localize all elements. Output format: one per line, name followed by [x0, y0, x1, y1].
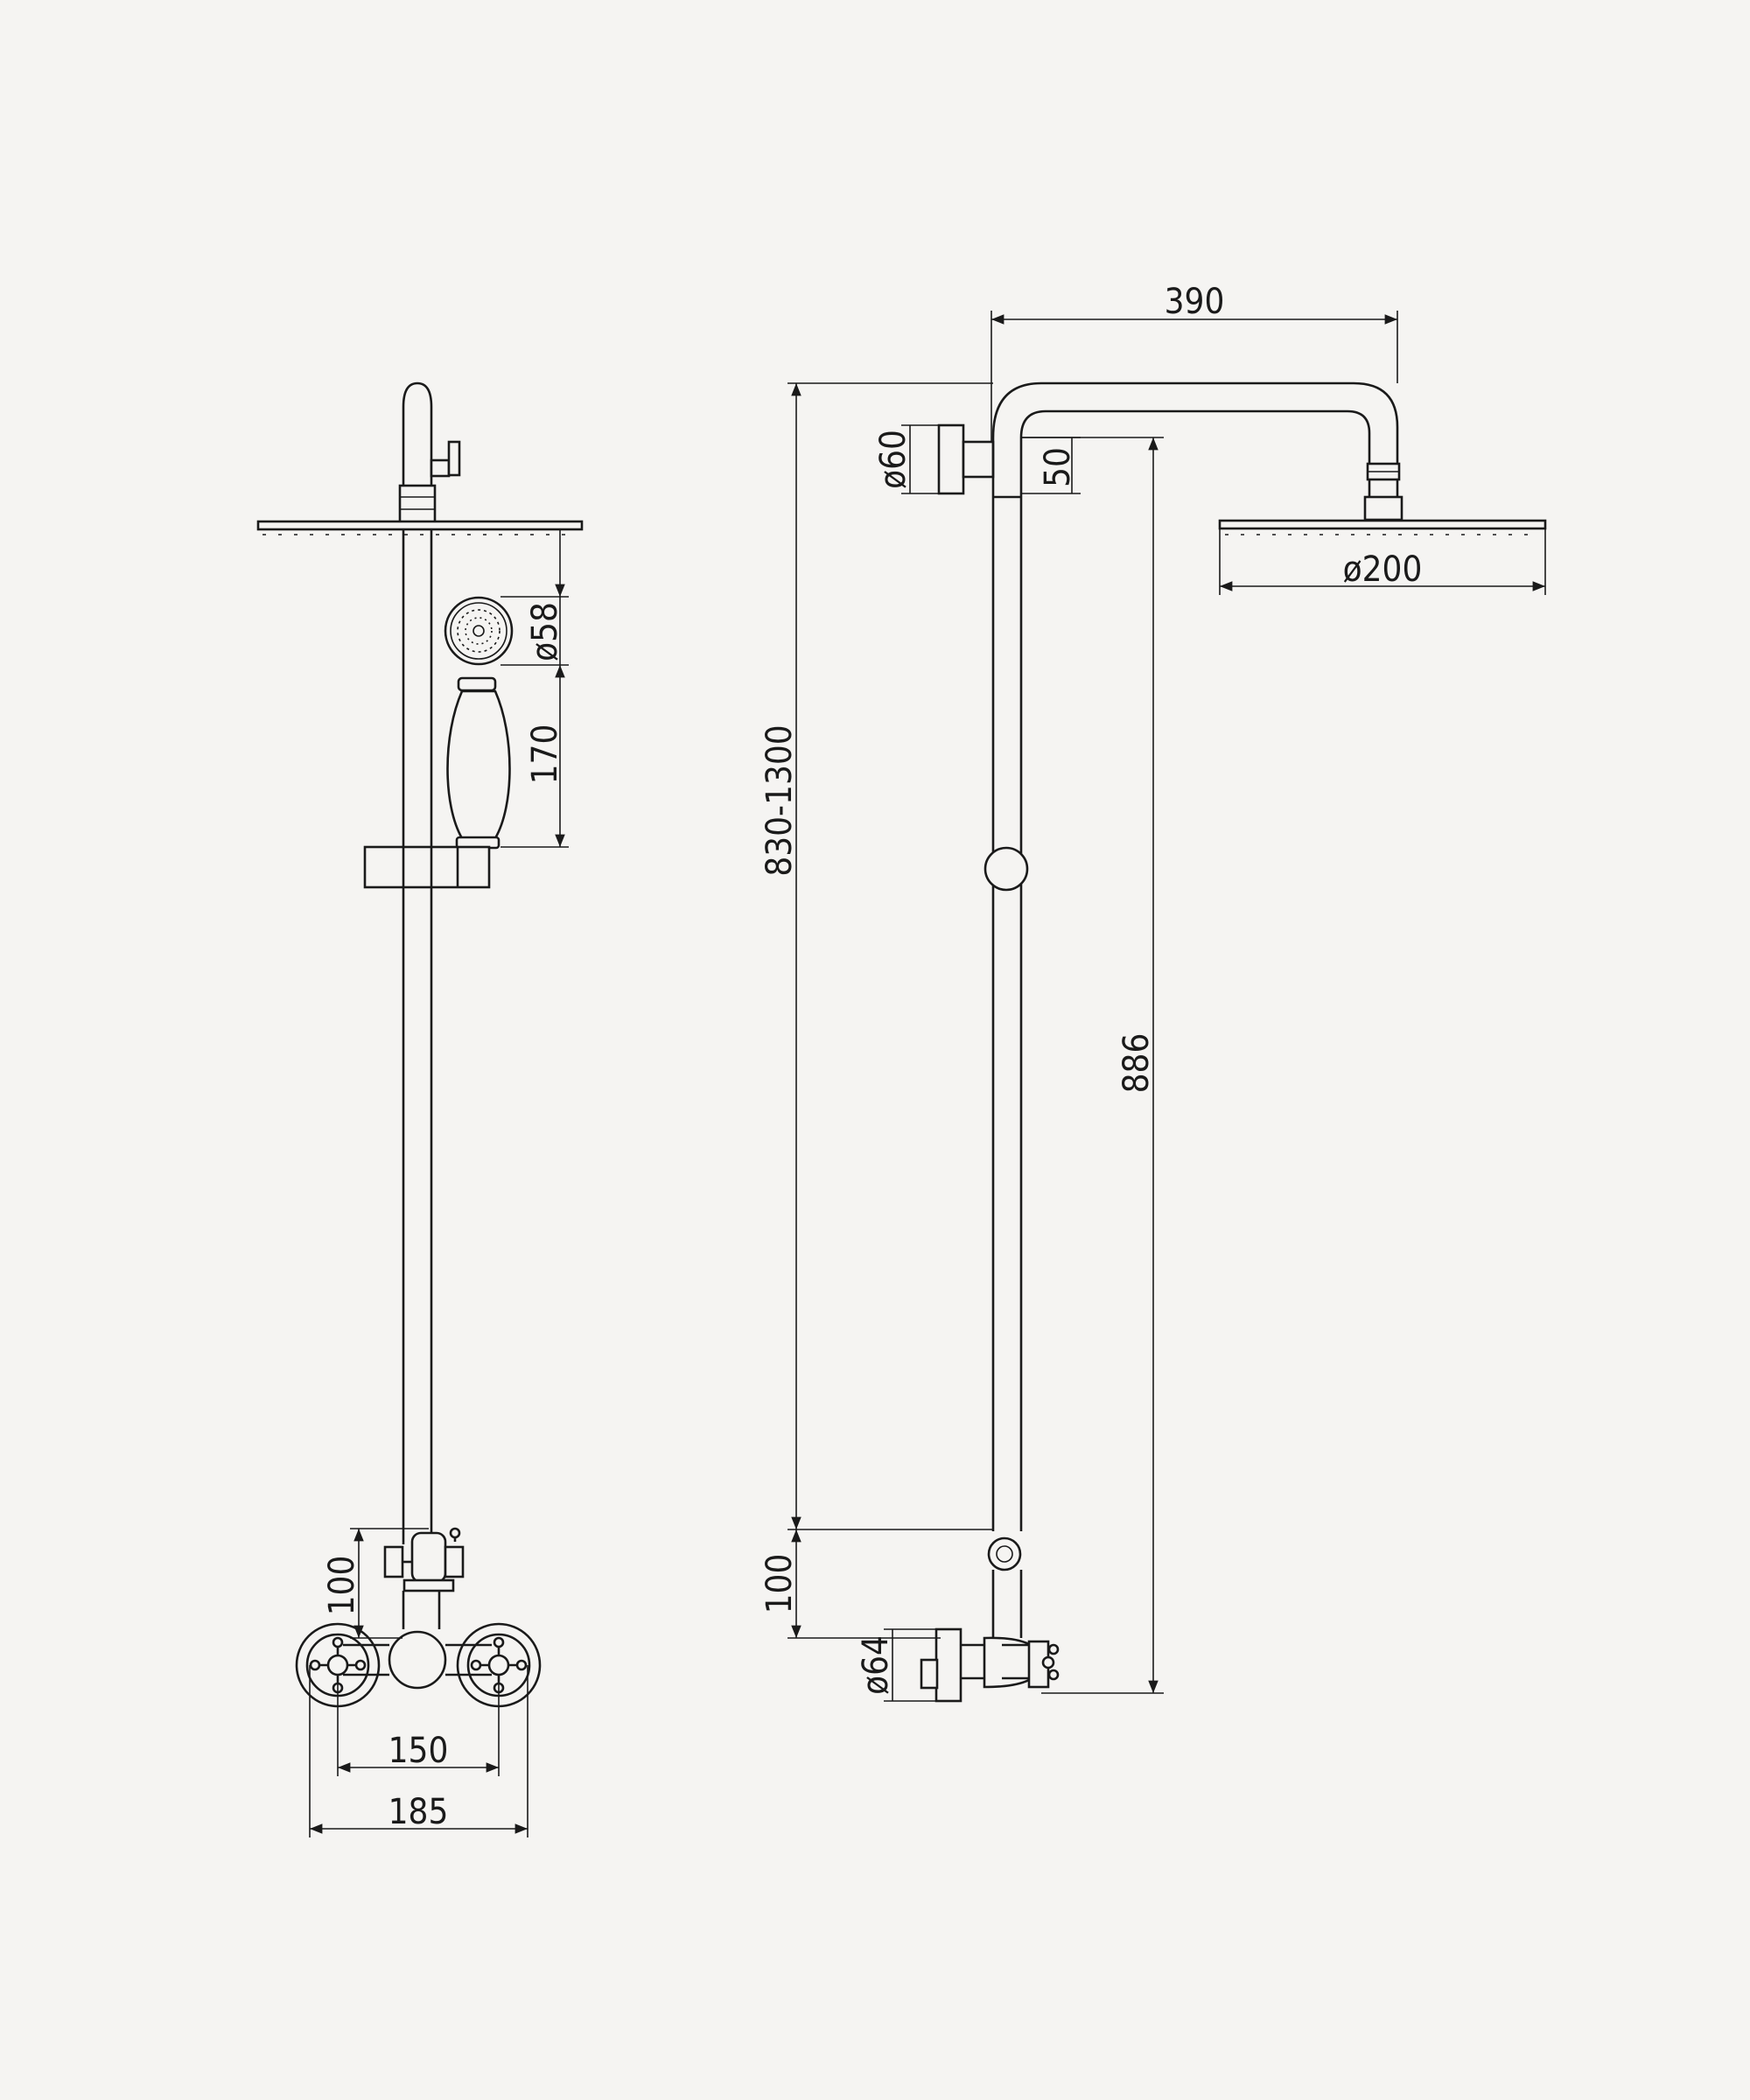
dim-top-flange-label: ø60 [873, 430, 914, 489]
dim-hand-shower-length: 170 [525, 724, 565, 785]
front-diverter [383, 1527, 465, 1592]
dim-inlet-flange-label: ø64 [856, 1635, 896, 1695]
dim-diverter-offset-side: 100 [760, 1530, 941, 1639]
dim-total-height: 830-1300 [760, 382, 993, 1530]
dim-valve-width-label: 185 [388, 1792, 449, 1832]
front-shower-head [256, 520, 584, 536]
dim-diverter-offset-front-label: 100 [322, 1556, 362, 1616]
side-diverter [987, 1536, 1023, 1638]
dim-arm-length: 390 [990, 282, 1398, 442]
dim-arm-drop: 50 [1021, 437, 1081, 494]
front-mixer-valve [295, 1591, 542, 1708]
dim-top-flange: ø60 [873, 424, 941, 494]
dim-diverter-offset-front: 100 [322, 1528, 429, 1639]
front-view: ø58 170 100 150 185 [256, 382, 584, 1838]
dim-rail-height: 886 [1021, 437, 1164, 1694]
side-top-wall-flange [937, 424, 995, 495]
front-riser-pipe [402, 525, 433, 1544]
dim-hand-shower: ø58 170 [500, 529, 569, 848]
dim-total-height-label: 830-1300 [760, 724, 800, 876]
dim-head-diameter: ø200 [1219, 528, 1546, 595]
dim-hand-shower-diameter: ø58 [525, 602, 565, 662]
dim-arm-drop-label: 50 [1038, 447, 1078, 487]
side-view: 390 ø60 50 ø200 830-1300 [760, 282, 1547, 1703]
side-mixer-valve [920, 1628, 1060, 1703]
dim-valve-width: 185 [309, 1665, 528, 1838]
dim-inlet-centers-label: 150 [388, 1731, 449, 1771]
front-top-connector [398, 382, 461, 528]
dim-arm-length-label: 390 [1165, 282, 1225, 322]
side-riser-pipe [984, 438, 1029, 1531]
front-hand-shower [444, 596, 514, 850]
front-slider-holder [363, 845, 491, 889]
dim-inlet-centers: 150 [337, 1676, 500, 1776]
dim-inlet-flange: ø64 [856, 1628, 938, 1702]
side-shower-head [1218, 519, 1547, 536]
dim-head-diameter-label: ø200 [1343, 550, 1423, 590]
dim-diverter-offset-side-label: 100 [760, 1554, 800, 1614]
left-cross-handle [295, 1622, 381, 1708]
dim-rail-height-label: 886 [1116, 1033, 1157, 1094]
